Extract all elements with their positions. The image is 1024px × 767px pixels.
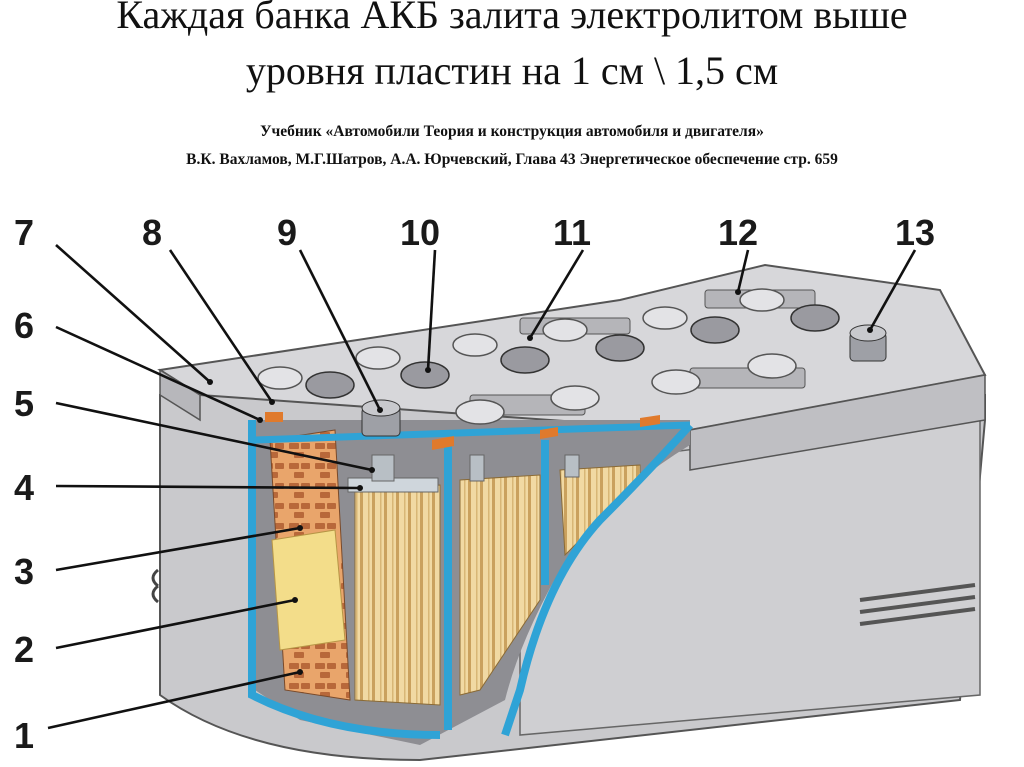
callout-13: 13 [895,212,935,253]
callout-5: 5 [14,383,34,424]
callout-7: 7 [14,212,34,253]
callout-leaders [47,244,917,730]
callout-9: 9 [277,212,297,253]
callout-1: 1 [14,715,34,756]
callout-10: 10 [400,212,440,253]
source-reference-line-1: Учебник «Автомобили Теория и конструкция… [260,123,764,140]
callout-8: 8 [142,212,162,253]
callout-numbers: 1 2 3 4 5 6 7 8 9 10 11 12 13 [14,212,935,756]
cutaway-interior [248,412,693,745]
callout-6: 6 [14,305,34,346]
callout-12: 12 [718,212,758,253]
callout-2: 2 [14,629,34,670]
slide-title-line-1: Каждая банка АКБ залита электролитом выш… [116,0,908,37]
battery-cutaway-diagram: 1 2 3 4 5 6 7 8 9 10 11 12 13 [14,212,987,762]
source-reference-line-2: В.К. Вахламов, М.Г.Шатров, А.А. Юрчевски… [186,151,838,168]
callout-11: 11 [553,212,591,253]
lid-components [257,288,887,437]
callout-4: 4 [14,467,34,508]
slide-title-line-2: уровня пластин на 1 см \ 1,5 см [245,48,779,93]
callout-3: 3 [14,551,34,592]
